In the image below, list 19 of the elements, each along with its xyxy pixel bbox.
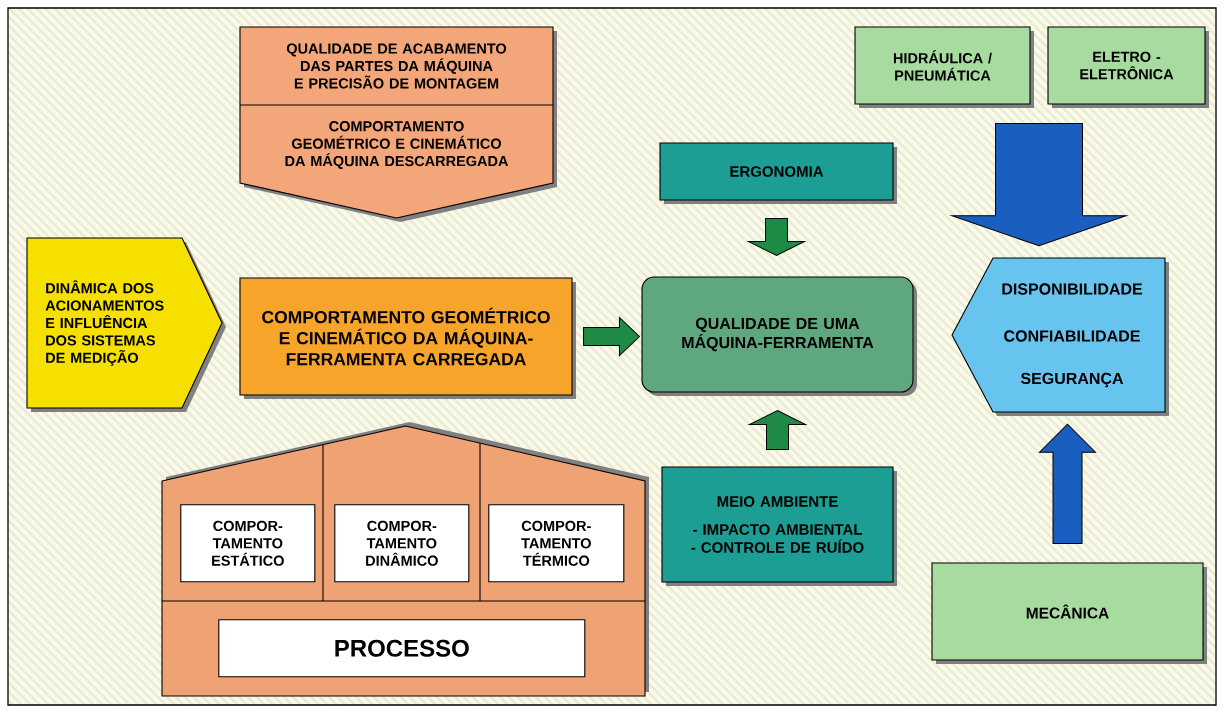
process-box: COMPORTAMENTO GEOMÉTRICO E CINEMÁTICO DA MÁQUINA-FERRAMENTA CARREGADA [239,277,576,399]
block-arrow [749,410,806,450]
block-arrow [748,218,805,256]
process-box: MECÂNICA [931,562,1207,664]
process-box: ERGONOMIA [659,142,897,204]
process-box: MEIO AMBIENTE - IMPACTO AMBIENTAL - CONTROLE DE RUÍDO [661,466,897,586]
pentagon-box: DINÂMICA DOS ACIONAMENTOS E INFLUÊNCIA DOS SISTEMAS DE MEDIÇÃO [26,237,226,412]
process-box: COMPOR- TAMENTO DINÂMICO [334,504,470,583]
block-arrow [583,317,640,356]
block-arrow [951,123,1127,247]
process-box: COMPOR- TAMENTO ESTÁTICO [180,504,316,583]
block-arrow [1039,423,1096,544]
pentagon-box: QUALIDADE DE ACABAMENTO DAS PARTES DA MÁQUINA E PRECISÃO DE MONTAGEM COMPORTAMENTO GEOMÉTRICO E CINEMÁTICO DA MÁQUINA DESCARREGADA [239,26,557,222]
process-box: ELETRO - ELETRÔNICA [1047,26,1209,108]
pentagon-box: DISPONIBILIDADE CONFIABILIDADE SEGURANÇA [951,257,1169,416]
rounded-box: QUALIDADE DE UMA MÁQUINA-FERRAMENTA [641,276,917,396]
process-box: HIDRÁULICA / PNEUMÁTICA [854,26,1034,108]
process-box: PROCESSO [218,619,586,678]
process-box: COMPOR- TAMENTO TÉRMICO [488,504,625,583]
